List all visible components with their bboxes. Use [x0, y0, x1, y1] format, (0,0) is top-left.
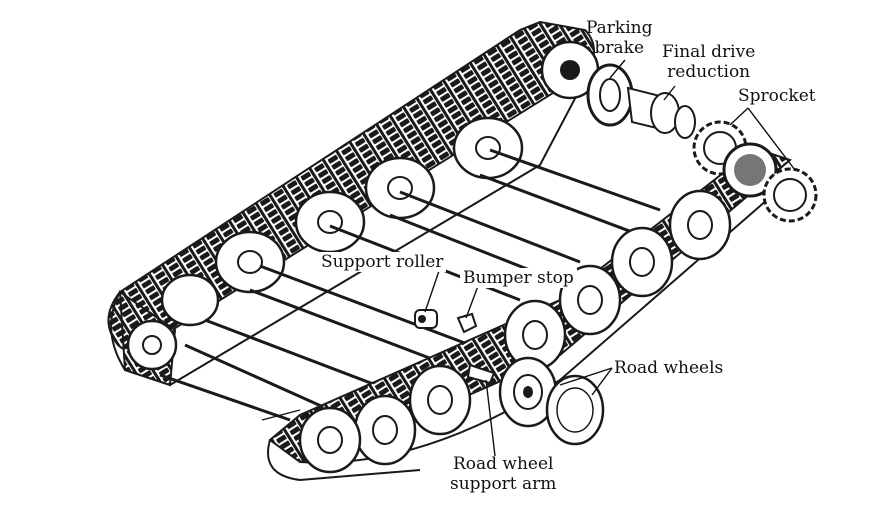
label-road-wheels: Road wheels — [614, 358, 724, 378]
label-support-arm-line1: Road wheel — [452, 454, 554, 474]
label-road-wheel-support-arm: Road wheel support arm — [450, 454, 556, 494]
support-arm-part — [466, 363, 496, 385]
exploded-road-wheels — [498, 356, 605, 446]
final-drive-reduction-part — [626, 86, 696, 139]
label-parking-brake-line2: brake — [594, 38, 645, 58]
front-idler — [126, 319, 178, 371]
leader-lines — [261, 59, 796, 457]
label-support-arm-line2: support arm — [450, 474, 557, 494]
parking-brake-part — [586, 63, 634, 127]
far-sprocket — [540, 40, 600, 100]
label-final-drive-line2: reduction — [667, 62, 751, 82]
label-final-drive-line1: Final drive — [662, 42, 756, 62]
sprocket-parts — [692, 120, 818, 223]
support-roller-part — [414, 309, 438, 329]
label-bumper-stop: Bumper stop — [460, 268, 577, 288]
label-parking-brake: Parking brake — [586, 18, 653, 58]
label-parking-brake-line1: Parking — [586, 18, 653, 38]
label-final-drive-reduction: Final drive reduction — [662, 42, 755, 82]
label-support-roller: Support roller — [318, 252, 447, 272]
label-sprocket: Sprocket — [738, 86, 816, 106]
